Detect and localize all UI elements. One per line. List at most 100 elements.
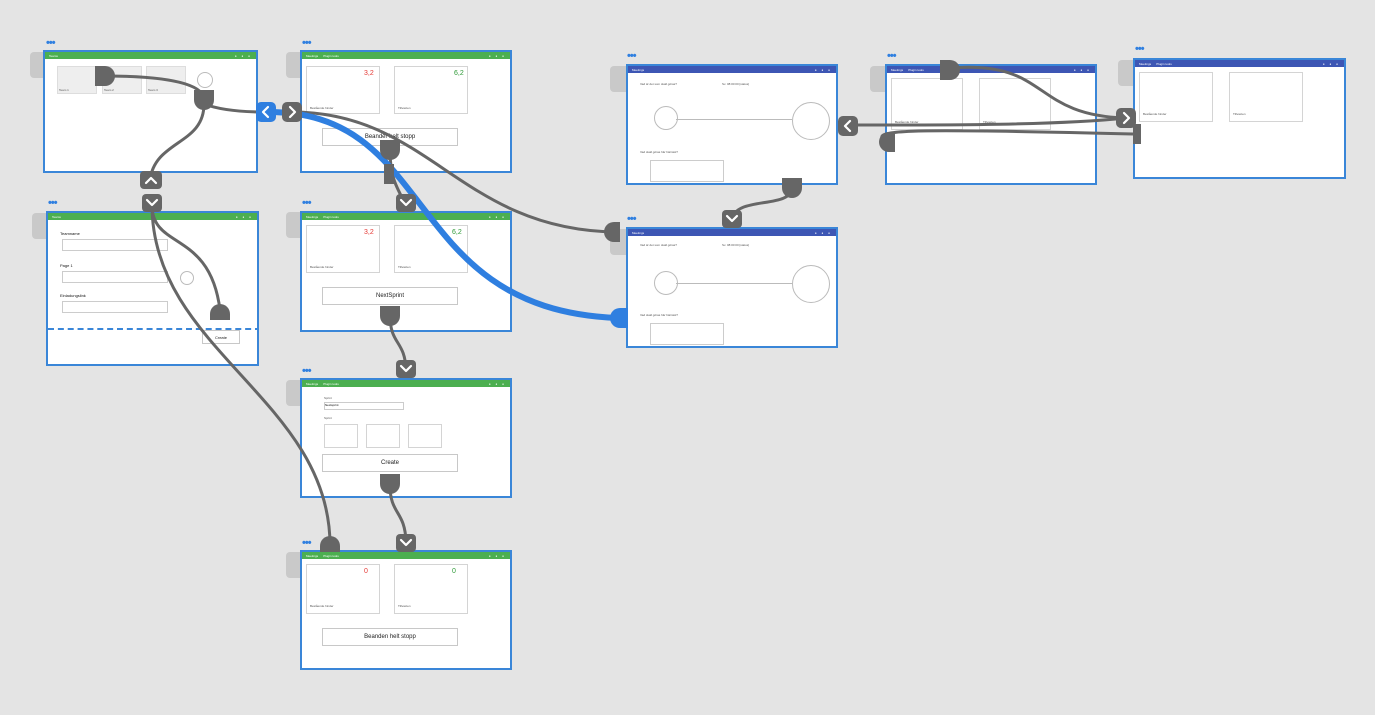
stat-panel-left	[306, 564, 380, 614]
create-button[interactable]: Create	[322, 454, 458, 472]
stat-panel-left	[306, 66, 380, 114]
timeline-line	[676, 283, 792, 284]
team-label: Team 3	[148, 88, 158, 92]
tab-plugin[interactable]: Plugin tools	[1156, 61, 1172, 66]
time-label: Sv. 08:00:00 [status]	[722, 82, 750, 86]
tab-plugin[interactable]: Plugin tools	[323, 53, 339, 58]
team-label: Team 2	[104, 88, 114, 92]
invite-input[interactable]	[62, 301, 168, 313]
stat-label-left: Bestående hinder	[310, 604, 334, 608]
stat-label-left: Bestående hinder	[310, 106, 334, 110]
shape-option[interactable]	[324, 424, 358, 448]
sprint-input[interactable]: Nextsprint	[324, 402, 404, 410]
teamname-label: Teamname	[60, 231, 80, 236]
chevron-right-glyph	[1122, 111, 1131, 125]
screen-timeline[interactable]: Meetings ● ● ● Vad är det som skall göras…	[626, 64, 838, 185]
chevron-down-glyph	[399, 364, 413, 373]
stat-value-right: 0	[452, 568, 456, 575]
more-dots-icon[interactable]: •••	[302, 365, 312, 377]
question-label: Vad är det som skall göras?	[640, 82, 677, 86]
more-dots-icon[interactable]: •••	[1135, 43, 1145, 55]
selected-connector-link	[265, 108, 619, 321]
stat-label-left: Bestående hinder	[310, 265, 334, 269]
more-dots-icon[interactable]: •••	[627, 213, 637, 225]
stat-panel-right	[979, 78, 1051, 130]
screen-title: Meetings	[632, 67, 645, 72]
more-dots-icon[interactable]: •••	[302, 537, 312, 549]
stat-label-right: Tillvaxten	[983, 120, 996, 124]
connector-handle-icon	[380, 306, 400, 326]
tab-plugin[interactable]: Plugin tools	[323, 553, 339, 558]
connector-handle-icon	[320, 536, 340, 552]
timeline-line	[676, 119, 792, 120]
chevron-down-icon	[396, 360, 416, 378]
more-dots-icon[interactable]: •••	[302, 37, 312, 49]
connector-link	[847, 116, 1127, 127]
time-label: Sv. 08:00:00 [status]	[722, 243, 750, 247]
tab-plugin[interactable]: Plugin tools	[323, 381, 339, 386]
invite-label: Einladungslink	[60, 293, 86, 298]
connector-handle-icon	[210, 304, 230, 320]
chevron-up-glyph	[144, 176, 158, 185]
window-controls-icon: ● ● ●	[488, 53, 506, 58]
teamname-input[interactable]	[62, 239, 168, 251]
stat-label-right: Tillvaxten	[1233, 112, 1246, 116]
screen-timeline[interactable]: Meetings● ● ● Vad är det som skall göras…	[626, 227, 838, 348]
chevron-down-glyph	[725, 214, 739, 223]
more-dots-icon[interactable]: •••	[627, 50, 637, 62]
more-dots-icon[interactable]: •••	[46, 37, 56, 49]
stat-panel-right	[394, 564, 468, 614]
shape-option[interactable]	[408, 424, 442, 448]
more-dots-icon[interactable]: •••	[302, 197, 312, 209]
next-sprint-button[interactable]: NextSprint	[322, 287, 458, 305]
connector-link	[880, 129, 1134, 144]
window-controls-icon: ● ● ●	[488, 214, 506, 219]
more-dots-icon[interactable]: •••	[887, 50, 897, 62]
chevron-right-glyph	[288, 105, 297, 119]
screen-title: Meetings	[891, 67, 904, 72]
tab-plugin[interactable]: Plugin tools	[323, 214, 339, 219]
timeline-start-circle	[654, 106, 678, 130]
add-icon[interactable]	[197, 72, 213, 88]
more-dots-icon[interactable]: •••	[48, 197, 58, 209]
screen-teams[interactable]: Teams● ● ● Team 1 Team 2 Team 3	[43, 50, 258, 173]
chevron-right-icon	[1116, 108, 1136, 128]
chevron-left-glyph	[843, 119, 852, 133]
chevron-left-glyph	[261, 105, 270, 119]
stat-label-right: Tillvaxten	[398, 106, 411, 110]
window-controls-icon: ● ● ●	[1073, 67, 1091, 72]
screen-title: Meetings	[306, 214, 319, 219]
connector-handle-icon	[1133, 124, 1141, 144]
titlebar: Meetings Plugin tools ● ● ●	[302, 52, 510, 59]
add-icon[interactable]	[180, 271, 194, 285]
connector-link	[203, 102, 266, 114]
tab-plugin[interactable]: Plugin tools	[908, 67, 924, 72]
stat-label-right: Tillvaxten	[398, 604, 411, 608]
screen-create-team[interactable]: Teams● ● ● Teamname Page 1 Einladungslin…	[46, 211, 259, 366]
chevron-down-glyph	[145, 198, 159, 207]
connector-handle-icon	[380, 474, 400, 494]
stop-button[interactable]: Beanden helt stopp	[322, 628, 458, 646]
titlebar: Meetings● ● ●	[628, 229, 836, 236]
titlebar: Teams● ● ●	[45, 52, 256, 59]
chevron-down-icon	[396, 534, 416, 552]
connector-handle-icon	[194, 90, 214, 110]
screen-title: Meetings	[306, 53, 319, 58]
next-label: Vad skall göras här härnäst?	[640, 150, 678, 154]
question-label: Vad är det som skall göras?	[640, 243, 677, 247]
stat-value-right: 6,2	[454, 70, 464, 77]
shape-option[interactable]	[366, 424, 400, 448]
next-input[interactable]	[650, 323, 724, 345]
screen-title: Meetings	[306, 553, 319, 558]
window-controls-icon: ● ● ●	[814, 67, 832, 72]
team-label: Team 1	[59, 88, 69, 92]
stat-panel-right	[1229, 72, 1303, 122]
next-input[interactable]	[650, 160, 724, 182]
